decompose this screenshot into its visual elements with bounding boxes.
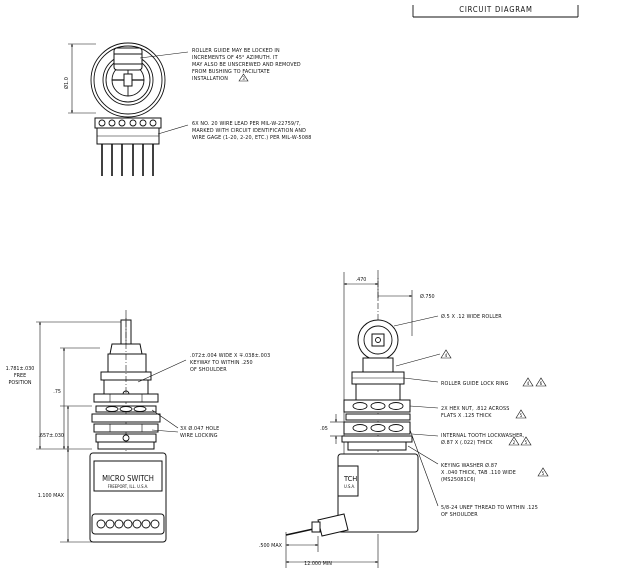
svg-text:.072±.004 WIDE X ∓.038±.003: .072±.004 WIDE X ∓.038±.003: [190, 353, 270, 359]
svg-text:2: 2: [513, 440, 516, 446]
side-view-lock-ring-note: ROLLER GUIDE LOCK RING 4 6: [441, 377, 547, 387]
side-view-body-text-1: TCH: [343, 474, 357, 483]
svg-text:4: 4: [445, 353, 448, 359]
svg-text:5: 5: [520, 413, 523, 419]
svg-text:6X NO. 20 WIRE LEAD PER MIL-W-: 6X NO. 20 WIRE LEAD PER MIL-W-22759/7,: [192, 121, 301, 127]
front-view: 1.781±.030 FREE POSITION .75 .657±.030 1…: [6, 310, 270, 543]
top-view-roller-note: ROLLER GUIDE MAY BE LOCKED IN INCREMENTS…: [192, 48, 301, 82]
svg-text:2X HEX NUT, .812 ACROSS: 2X HEX NUT, .812 ACROSS: [441, 406, 509, 412]
front-view-dim-75: .75: [53, 389, 61, 395]
side-view-thread-note: 5/8-24 UNEF THREAD TO WITHIN .125 OF SHO…: [441, 505, 538, 518]
side-view: .470 Ø.750 TCH: [259, 270, 549, 568]
svg-text:FLATS X .125 THICK: FLATS X .125 THICK: [441, 413, 492, 419]
svg-text:3X Ø.047 HOLE: 3X Ø.047 HOLE: [180, 425, 219, 432]
front-view-keyway-note: .072±.004 WIDE X ∓.038±.003 KEYWAY TO WI…: [190, 353, 270, 373]
svg-text:OF SHOULDER: OF SHOULDER: [441, 512, 478, 518]
svg-text:5: 5: [525, 440, 528, 446]
front-view-dim-657: .657±.030: [38, 433, 64, 439]
svg-text:5/8-24 UNEF THREAD TO WITHIN .: 5/8-24 UNEF THREAD TO WITHIN .125: [441, 505, 538, 511]
side-view-dim-500: .500 MAX: [259, 543, 283, 549]
svg-text:6: 6: [540, 381, 543, 387]
svg-text:1.781±.030: 1.781±.030: [6, 366, 35, 372]
side-view-hex-nut-note: 2X HEX NUT, .812 ACROSS FLATS X .125 THI…: [441, 406, 527, 419]
top-view-terminals: [98, 119, 157, 127]
svg-text:WIRE LOCKING: WIRE LOCKING: [180, 433, 218, 439]
front-view-hole-note: 3X Ø.047 HOLE WIRE LOCKING: [180, 425, 219, 439]
top-view: Ø1.0: [63, 42, 311, 176]
svg-text:FROM BUSHING TO FACILITATE: FROM BUSHING TO FACILITATE: [192, 69, 270, 75]
svg-text:KEYWAY TO WITHIN .250: KEYWAY TO WITHIN .250: [190, 360, 253, 366]
flag-triangle-icon: 3: [238, 73, 249, 82]
side-view-dim-750: Ø.750: [420, 293, 435, 300]
svg-text:X .040 THICK, TAB .110 WIDE: X .040 THICK, TAB .110 WIDE: [441, 470, 516, 476]
top-view-wires: [101, 144, 154, 176]
svg-text:INTERNAL TOOTH LOCKWASHER,: INTERNAL TOOTH LOCKWASHER,: [441, 433, 525, 439]
svg-text:WIRE GAGE (1-20, 2-20, ETC.) P: WIRE GAGE (1-20, 2-20, ETC.) PER MIL-W-5…: [192, 135, 311, 141]
title-block-label: CIRCUIT DIAGRAM: [459, 5, 532, 14]
top-view-wire-note: 6X NO. 20 WIRE LEAD PER MIL-W-22759/7, M…: [192, 121, 311, 141]
front-view-dim-body: 1.100 MAX: [38, 493, 65, 499]
svg-text:INSTALLATION: INSTALLATION: [192, 76, 228, 82]
svg-text:MARKED WITH CIRCUIT IDENTIFICA: MARKED WITH CIRCUIT IDENTIFICATION AND: [192, 128, 306, 134]
side-view-dim-470: .470: [356, 277, 367, 283]
side-view-dim-12000: 12.000 MIN: [304, 561, 332, 567]
side-view-flag-top: 4: [440, 349, 452, 359]
svg-text:INCREMENTS OF 45° AZIMUTH. IT: INCREMENTS OF 45° AZIMUTH. IT: [192, 55, 278, 61]
front-view-terminals: [96, 519, 160, 529]
svg-text:4: 4: [527, 381, 530, 387]
svg-text:POSITION: POSITION: [8, 380, 31, 386]
side-view-body-text-2: U.S.A.: [344, 484, 355, 489]
front-view-label-line2: FREEPORT, ILL. U.S.A.: [108, 484, 149, 489]
svg-text:(MS25081C6): (MS25081C6): [441, 477, 476, 483]
front-view-overall-dimension: 1.781±.030 FREE POSITION: [6, 366, 35, 386]
svg-text:ROLLER GUIDE MAY BE LOCKED IN: ROLLER GUIDE MAY BE LOCKED IN: [192, 48, 280, 54]
svg-text:Ø.87 X (.022) THICK: Ø.87 X (.022) THICK: [441, 439, 493, 446]
top-view-diameter-label: Ø1.0: [63, 77, 70, 89]
svg-text:5: 5: [542, 471, 545, 477]
svg-text:OF SHOULDER: OF SHOULDER: [190, 367, 227, 373]
side-view-dim-05: .05: [320, 426, 328, 432]
front-view-label-line1: MICRO SWITCH: [102, 474, 154, 483]
svg-text:3: 3: [242, 76, 245, 82]
title-block: CIRCUIT DIAGRAM: [412, 5, 579, 18]
side-view-lockwasher-note: INTERNAL TOOTH LOCKWASHER, Ø.87 X (.022)…: [441, 433, 532, 446]
side-view-keying-note: KEYING WASHER Ø.87 X .040 THICK, TAB .11…: [441, 462, 549, 483]
svg-text:KEYING WASHER Ø.87: KEYING WASHER Ø.87: [441, 462, 497, 469]
svg-text:ROLLER GUIDE LOCK RING: ROLLER GUIDE LOCK RING: [441, 381, 509, 387]
svg-text:FREE: FREE: [14, 373, 26, 379]
side-view-roller-note: Ø.5 X .12 WIDE ROLLER: [441, 313, 502, 320]
svg-text:MAY ALSO BE UNSCREWED AND REMO: MAY ALSO BE UNSCREWED AND REMOVED: [192, 62, 301, 68]
